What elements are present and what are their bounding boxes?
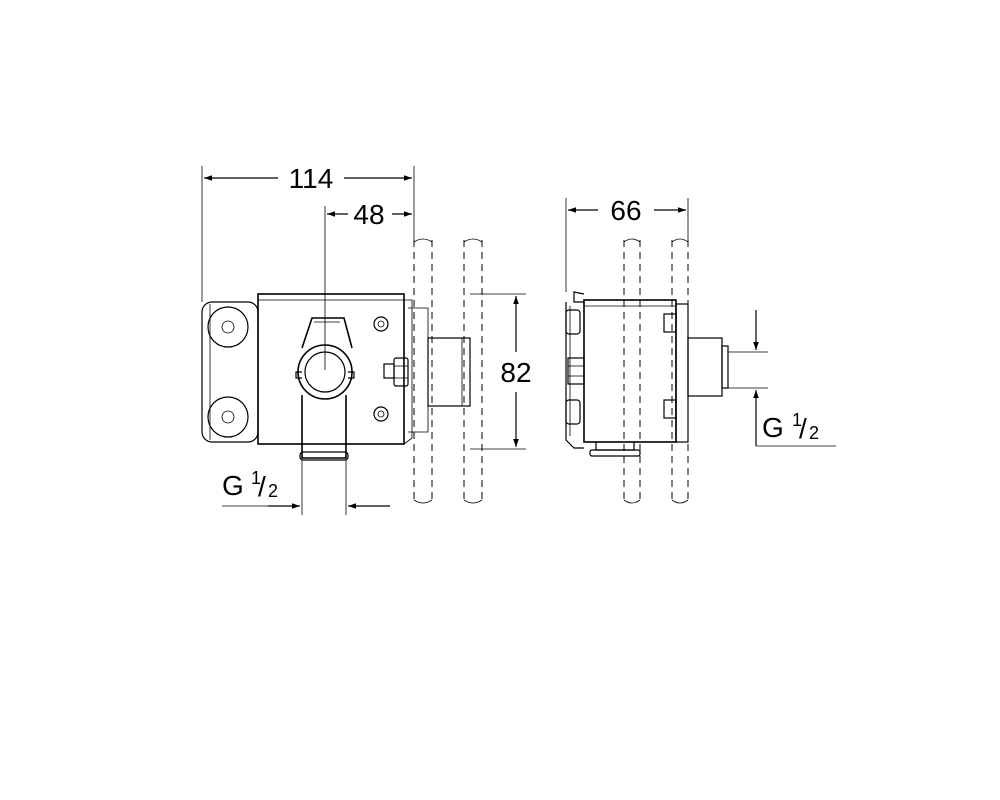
thread-side: G 1 / 2 — [753, 310, 836, 447]
side-mounting-clip — [565, 291, 585, 449]
thread-front: G 1 / 2 — [222, 468, 390, 509]
side-extension-lines — [565, 198, 768, 389]
dimension-depth-label: 66 — [610, 195, 641, 226]
front-wall-dashed — [413, 238, 483, 504]
thread-front-denominator: 2 — [268, 481, 278, 501]
thread-front-letter: G — [222, 470, 244, 501]
thread-side-letter: G — [762, 412, 784, 443]
front-main-body — [257, 293, 429, 445]
side-bottom-stub — [589, 442, 641, 457]
dimension-height: 82 — [500, 296, 532, 447]
thread-side-denominator: 2 — [809, 423, 819, 443]
thread-front-numerator: 1 — [251, 468, 261, 488]
front-outlet-pipe — [427, 337, 471, 407]
dimension-height-label: 82 — [500, 357, 531, 388]
dimension-width-total: 114 — [204, 163, 412, 194]
side-wall-dashed — [623, 238, 689, 504]
front-roller-bracket — [201, 301, 259, 443]
side-outlet — [687, 337, 729, 397]
thread-side-numerator: 1 — [792, 410, 802, 430]
front-extension-lines — [201, 166, 526, 515]
front-nut — [383, 357, 409, 387]
thread-front-slash: / — [258, 471, 266, 502]
front-view: 114 48 82 G 1 / 2 — [201, 163, 532, 515]
dimension-offset-label: 48 — [353, 199, 384, 230]
dimension-offset: 48 — [327, 199, 412, 230]
side-flange — [675, 303, 689, 443]
dimension-width-total-label: 114 — [289, 163, 334, 194]
side-main-body — [583, 299, 677, 443]
thread-side-slash: / — [799, 413, 807, 444]
side-view: 66 G 1 / 2 — [565, 195, 836, 504]
dimension-depth: 66 — [568, 195, 686, 226]
